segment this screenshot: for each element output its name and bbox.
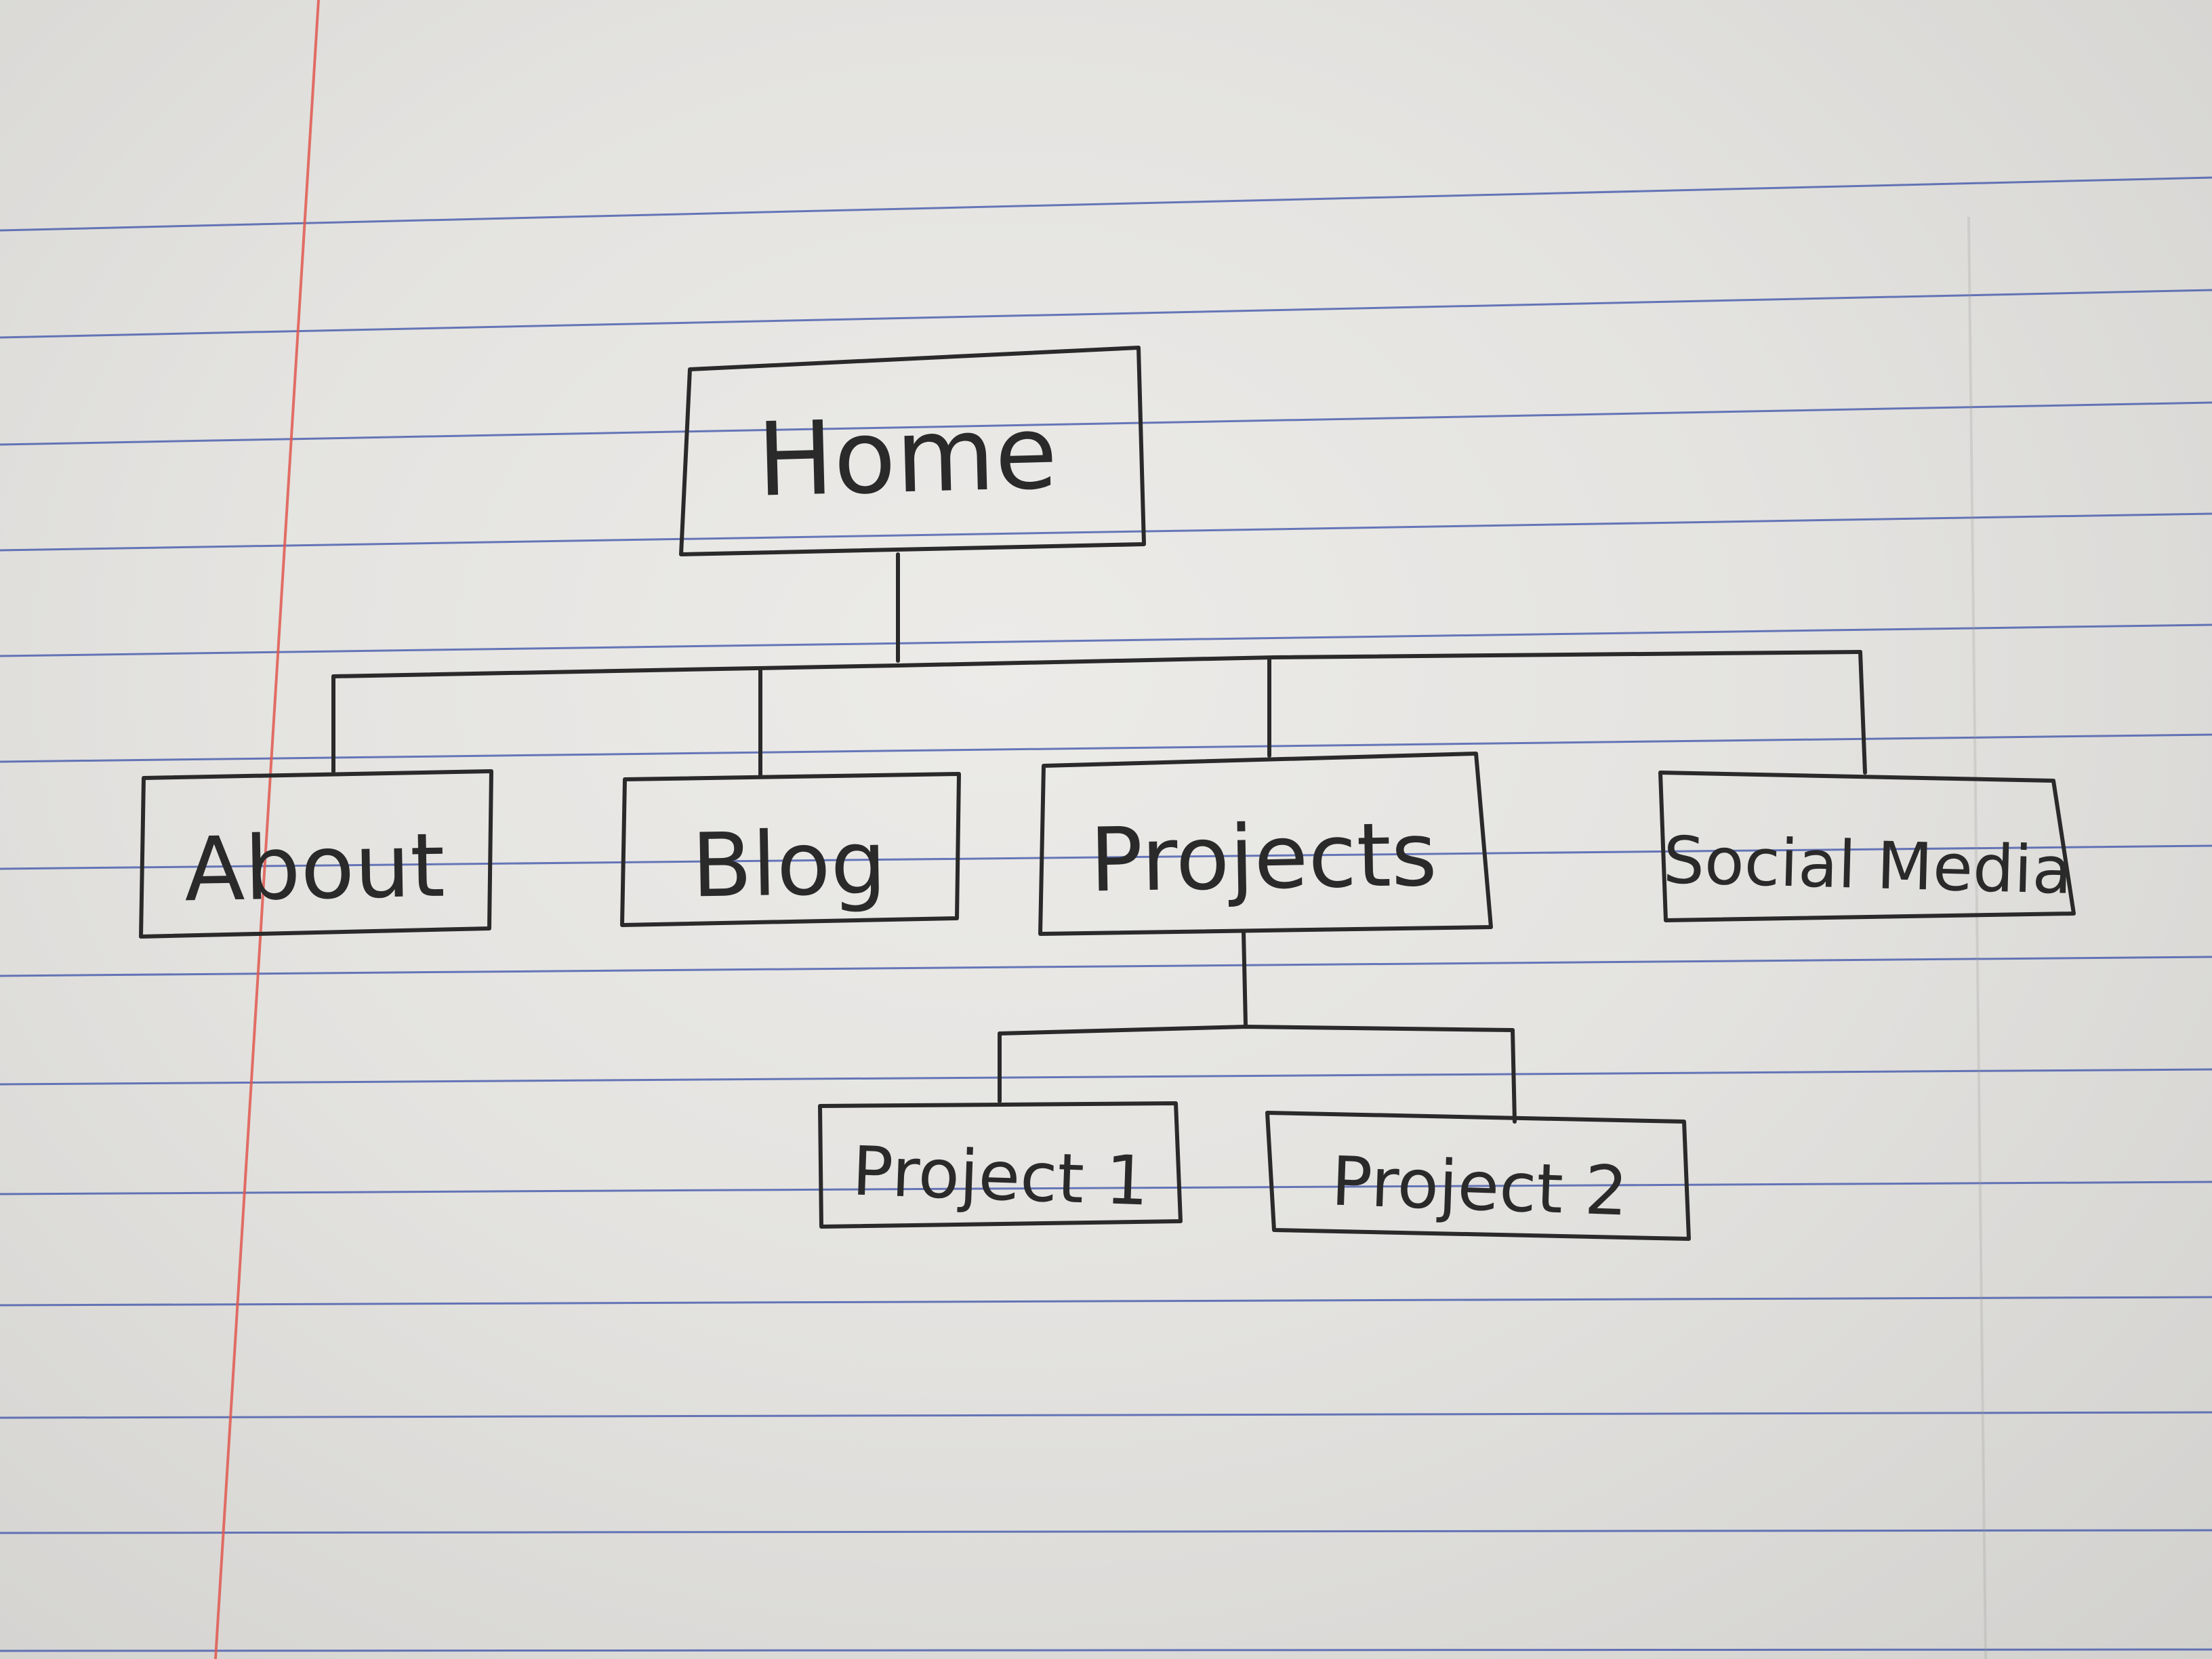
box-project-1 (818, 1101, 1183, 1229)
label-home: Home (756, 394, 1059, 520)
connector-level2-bus (998, 1024, 1515, 1036)
box-project-2 (1265, 1111, 1691, 1241)
label-blog: Blog (691, 811, 887, 918)
box-social-media (1658, 771, 2076, 922)
node-labels: Home About Blog Projects Social Media Pr… (184, 394, 2073, 1231)
label-project-1: Project 1 (851, 1131, 1150, 1221)
connectors (331, 552, 1867, 1124)
label-about: About (184, 814, 446, 922)
connector-project-2 (1511, 1028, 1517, 1124)
connector-projects-trunk (1242, 930, 1248, 1027)
margin-line (214, 0, 320, 1659)
box-projects (1038, 752, 1493, 936)
bleed-through-column (1967, 216, 1987, 1659)
node-boxes (139, 346, 2076, 1241)
ruled-lines (0, 176, 2212, 1652)
label-social-media: Social Media (1662, 822, 2073, 909)
connector-social-media (1858, 650, 1867, 775)
box-home (679, 346, 1146, 556)
box-blog (620, 772, 961, 927)
box-about (139, 769, 493, 939)
label-projects: Projects (1089, 803, 1438, 912)
label-project-2: Project 2 (1330, 1141, 1629, 1231)
connector-level1-bus (331, 650, 1862, 678)
